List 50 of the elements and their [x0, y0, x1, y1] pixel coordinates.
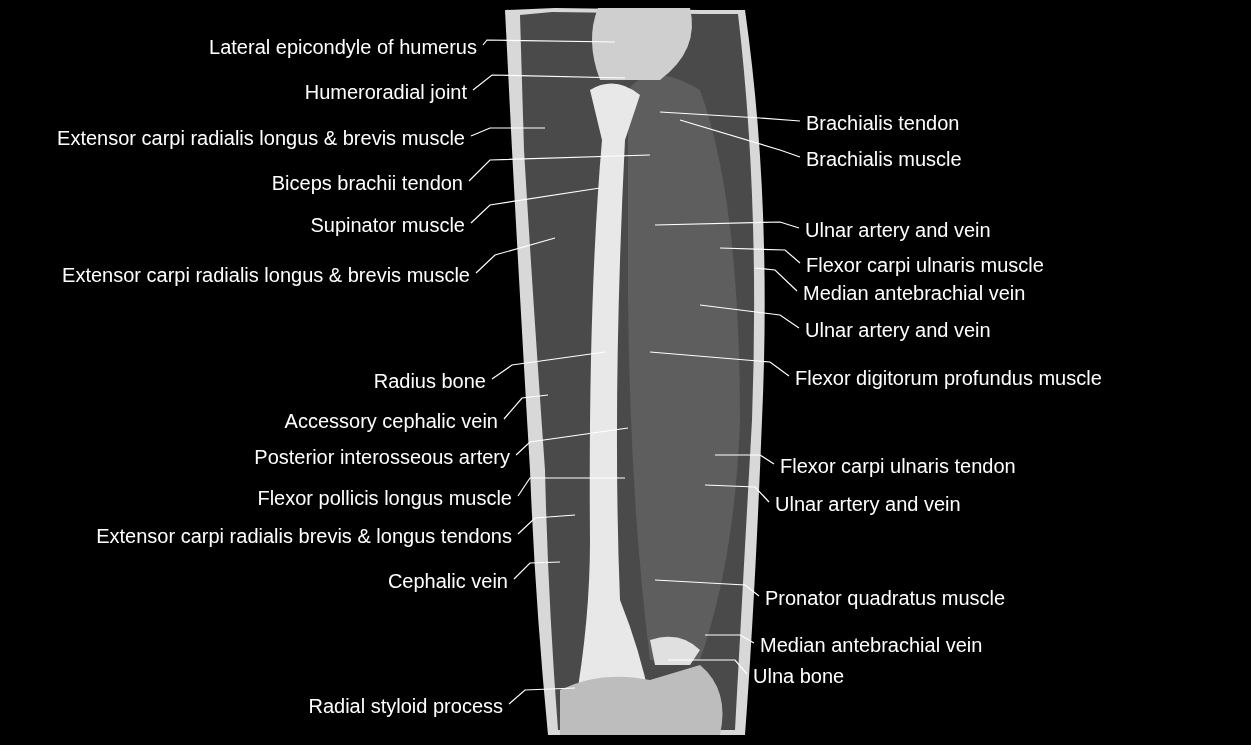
leader-line [714, 454, 775, 465]
leader-line [513, 561, 561, 580]
anatomy-label: Flexor carpi ulnaris tendon [780, 454, 1016, 478]
anatomy-label: Median antebrachial vein [760, 633, 983, 657]
anatomy-label: Humeroradial joint [304, 80, 467, 104]
leader-line [659, 111, 801, 122]
leader-line [470, 187, 601, 224]
anatomy-label: Extensor carpi radialis brevis & longus tendons [96, 524, 512, 548]
leader-line [508, 687, 576, 705]
anatomy-label: Ulnar artery and vein [805, 218, 991, 242]
leader-line [470, 127, 546, 137]
leader-line [654, 579, 760, 597]
anatomy-label: Radius bone [373, 369, 486, 393]
leader-line [649, 351, 790, 377]
anatomy-label: Flexor pollicis longus muscle [257, 486, 512, 510]
leader-line [679, 119, 801, 158]
leader-line [472, 74, 626, 91]
anatomy-label: Ulnar artery and vein [775, 492, 961, 516]
leader-line [667, 659, 748, 675]
anatomy-label: Flexor carpi ulnaris muscle [806, 253, 1044, 277]
leader-line [482, 39, 616, 46]
leader-line [515, 427, 629, 456]
leader-line [704, 484, 770, 503]
anatomy-label: Pronator quadratus muscle [765, 586, 1006, 610]
anatomy-label: Brachialis muscle [806, 147, 962, 171]
leader-line [475, 237, 556, 274]
leader-line [503, 394, 549, 420]
anatomy-label: Extensor carpi radialis longus & brevis muscle [57, 126, 465, 150]
leader-line [517, 477, 626, 497]
leader-line [468, 154, 651, 182]
anatomy-label: Posterior interosseous artery [254, 445, 510, 469]
anatomy-label: Supinator muscle [310, 213, 465, 237]
anatomy-label: Radial styloid process [308, 694, 503, 718]
anatomy-label: Lateral epicondyle of humerus [209, 35, 477, 59]
anatomy-label: Cephalic vein [387, 569, 508, 593]
anatomy-label: Biceps brachii tendon [271, 171, 463, 195]
leader-line [517, 514, 576, 535]
anatomy-label: Brachialis tendon [806, 111, 960, 135]
anatomy-label: Accessory cephalic vein [284, 409, 498, 433]
anatomy-label: Flexor digitorum profundus muscle [795, 366, 1102, 390]
anatomy-label: Ulnar artery and vein [805, 318, 991, 342]
leader-line [491, 351, 606, 380]
leader-line [654, 221, 800, 229]
leader-line [704, 634, 755, 644]
leader-line [754, 267, 798, 292]
leader-line [699, 304, 800, 329]
anatomy-label: Extensor carpi radialis longus & brevis muscle [62, 263, 470, 287]
leader-line [719, 247, 801, 264]
anatomy-label: Ulna bone [753, 664, 845, 688]
anatomy-label: Median antebrachial vein [803, 281, 1026, 305]
